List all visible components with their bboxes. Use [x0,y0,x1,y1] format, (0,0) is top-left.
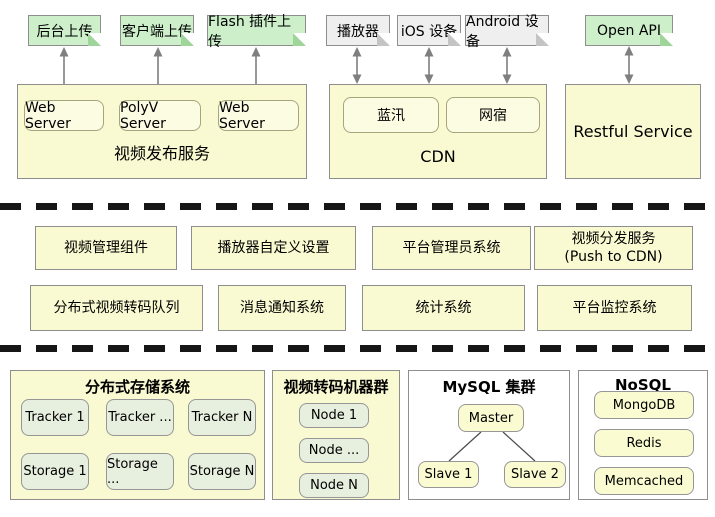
box-label: 视频管理组件 [64,239,148,256]
node-storage-1: Storage 1 [21,453,89,490]
box-label: 消息通知系统 [240,299,324,316]
note-label: iOS 设备 [400,23,458,40]
node-label: Storage ... [107,456,158,487]
node-chinacache: 蓝汛 [343,97,439,133]
node-label: PolyV Server [120,99,166,132]
note-fold-icon [660,33,673,46]
panel-title: 分布式存储系统 [84,378,190,396]
node-label: Node 1 [310,408,358,423]
node-label: Tracker 1 [25,410,85,425]
note-fold-icon [88,33,101,46]
box-distributed-transcode-queue: 分布式视频转码队列 [30,285,203,331]
note-player: 播放器 [326,15,390,46]
box-sublabel: (Push to CDN) [564,249,663,265]
box-message-notification-system: 消息通知系统 [218,285,346,331]
node-label: Tracker ... [108,410,172,425]
note-android-device: Android 设备 [465,14,549,50]
node-label: Redis [626,435,662,451]
note-label: 后台上传 [36,23,93,40]
panel-restful-service: Restful Service [565,84,701,179]
panel-cdn: 蓝汛 网宿 CDN [329,84,547,179]
node-web-server-1: Web Server [24,99,104,132]
note-label: 播放器 [337,23,379,40]
node-label: Slave 2 [511,467,559,482]
box-video-management: 视频管理组件 [35,226,177,270]
box-label: 平台监控系统 [572,299,657,316]
node-label: Storage 1 [23,464,87,479]
panel-mysql-cluster: MySQL 集群 Master Slave 1 Slave 2 [408,370,570,500]
node-label: Web Server [25,99,71,132]
node-web-server-2: Web Server [218,99,299,132]
box-statistics-system: 统计系统 [362,285,525,331]
panel-title: NoSQL [615,376,671,394]
double-arrow-icon [502,47,512,84]
panel-title: 视频发布服务 [113,144,210,163]
panel-title: Restful Service [573,122,693,141]
node-label: Memcached [604,473,684,489]
box-label: 统计系统 [415,299,472,316]
panel-nosql: NoSQL MongoDB Redis Memcached [578,370,708,500]
box-player-custom-settings: 播放器自定义设置 [191,226,356,270]
box-video-distribution-service: 视频分发服务 (Push to CDN) [534,226,693,270]
box-label: 视频分发服务 [571,230,656,247]
node-label: Tracker N [191,410,253,425]
node-label: Node ... [308,443,360,458]
panel-transcode-cluster: 视频转码机器群 Node 1 Node ... Node N [272,370,400,500]
node-label: 蓝汛 [377,108,405,124]
node-polyv-server: PolyV Server [119,99,201,132]
panel-distributed-storage: 分布式存储系统 Tracker 1 Tracker ... Tracker N … [10,370,265,500]
box-platform-admin-system: 平台管理员系统 [372,226,531,270]
note-label: Android 设备 [466,13,539,50]
node-tracker-dots: Tracker ... [106,399,174,436]
note-fold-icon [536,33,549,46]
panel-video-publish-service: Web Server PolyV Server Web Server 视频发布服… [17,84,307,179]
double-arrow-icon [624,46,634,84]
node-label: 网宿 [479,108,507,124]
node-node-dots: Node ... [299,438,369,463]
note-backend-upload: 后台上传 [28,15,101,46]
box-label: 平台管理员系统 [402,239,501,256]
divider-dashed-top [0,203,715,210]
box-label: 播放器自定义设置 [217,239,330,256]
node-slave-1: Slave 1 [418,461,479,488]
note-label: Flash 插件上传 [208,13,292,50]
note-fold-icon [448,33,461,46]
note-fold-icon [181,33,194,46]
node-redis: Redis [594,429,694,457]
node-master: Master [458,404,524,432]
node-memcached: Memcached [594,467,694,495]
node-mongodb: MongoDB [594,391,694,419]
node-tracker-1: Tracker 1 [21,399,89,436]
box-platform-monitoring-system: 平台监控系统 [537,285,692,331]
note-label: 客户端上传 [122,23,192,40]
note-open-api: Open API [585,15,673,46]
panel-title: CDN [420,147,456,166]
node-wangsu: 网宿 [446,97,540,133]
node-label: Web Server [219,99,265,132]
node-node-n: Node N [299,473,369,498]
node-slave-2: Slave 2 [504,461,566,488]
note-fold-icon [377,33,390,46]
node-label: Storage N [189,464,255,479]
node-tracker-n: Tracker N [188,399,256,436]
panel-title: 视频转码机器群 [283,378,389,396]
double-arrow-icon [352,47,362,84]
note-ios-device: iOS 设备 [397,15,461,46]
node-storage-dots: Storage ... [106,453,174,490]
node-label: Node N [310,478,358,493]
node-storage-n: Storage N [188,453,256,490]
node-label: Master [468,410,514,426]
double-arrow-icon [424,47,434,84]
panel-title: MySQL 集群 [442,378,536,396]
divider-dashed-bottom [0,345,715,352]
node-label: Slave 1 [424,467,473,482]
note-flash-plugin-upload: Flash 插件上传 [207,14,306,50]
note-fold-icon [293,33,306,46]
node-label: MongoDB [612,397,676,413]
box-label: 分布式视频转码队列 [53,299,180,316]
note-client-upload: 客户端上传 [120,15,194,46]
node-node-1: Node 1 [299,403,369,428]
note-label: Open API [597,22,661,39]
